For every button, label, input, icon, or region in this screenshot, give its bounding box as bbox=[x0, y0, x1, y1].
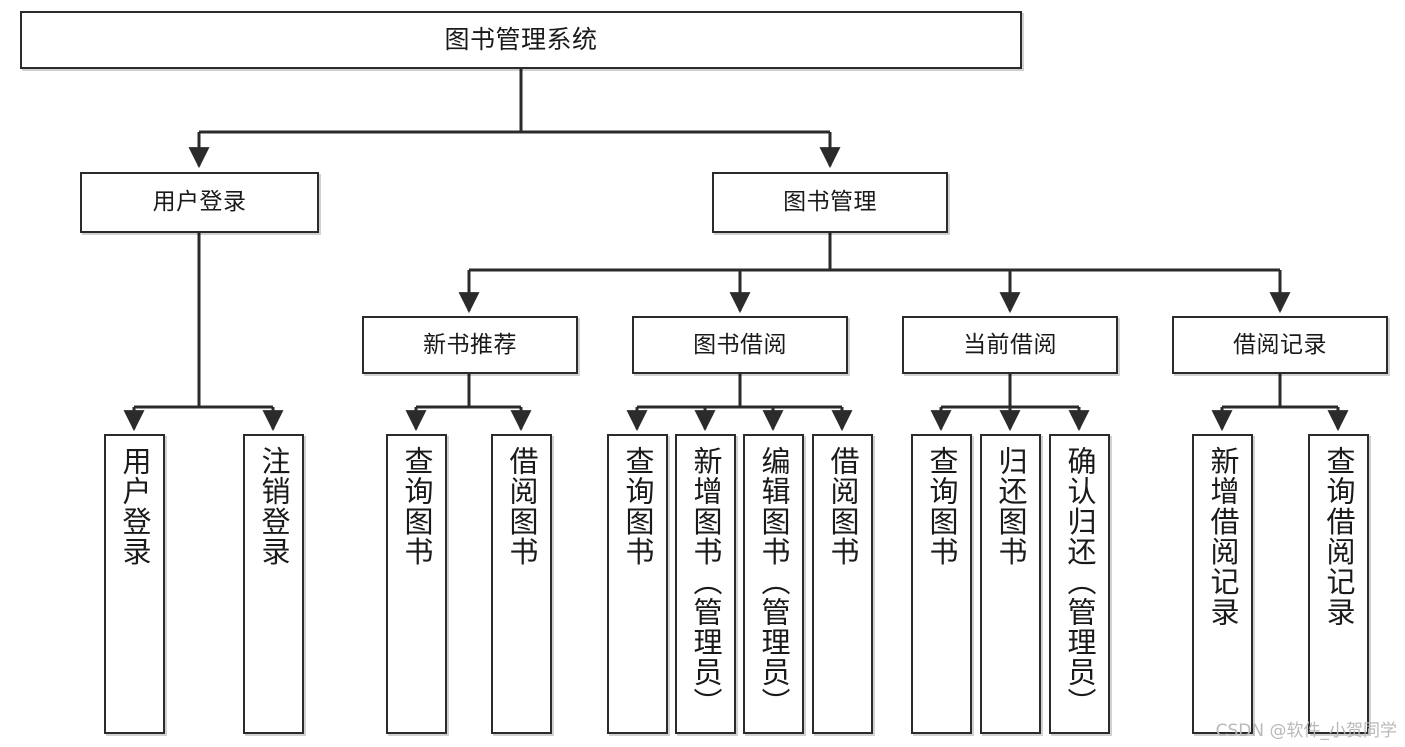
leaf-recommend-query-book-label: 查询图书 bbox=[400, 446, 434, 567]
leaf-current-confirm-return-label: 确认归还（管理员） bbox=[1063, 446, 1097, 718]
leaf-user-login-signin-label: 用户登录 bbox=[118, 446, 152, 567]
leaf-borrow-add-book[interactable]: 新增图书（管理员） bbox=[675, 434, 736, 734]
leaf-records-add-record-label: 新增借阅记录 bbox=[1206, 446, 1240, 627]
node-borrow-records-label: 借阅记录 bbox=[1233, 331, 1327, 358]
node-book-management-label: 图书管理 bbox=[783, 189, 877, 216]
node-root-label: 图书管理系统 bbox=[444, 24, 598, 54]
csdn-watermark: CSDN @软件_小贺同学 bbox=[1215, 721, 1397, 741]
node-root[interactable]: 图书管理系统 bbox=[20, 11, 1022, 69]
node-book-management[interactable]: 图书管理 bbox=[712, 172, 948, 233]
leaf-user-login-signout-label: 注销登录 bbox=[257, 446, 291, 567]
node-new-book-recommend[interactable]: 新书推荐 bbox=[362, 316, 578, 374]
leaf-records-query-record-label: 查询借阅记录 bbox=[1322, 446, 1356, 627]
leaf-borrow-add-book-label: 新增图书（管理员） bbox=[689, 446, 723, 718]
leaf-current-query-book-label: 查询图书 bbox=[925, 446, 959, 567]
node-current-borrow-label: 当前借阅 bbox=[963, 331, 1057, 358]
leaf-user-login-signout[interactable]: 注销登录 bbox=[243, 434, 304, 734]
leaf-recommend-query-book[interactable]: 查询图书 bbox=[386, 434, 447, 734]
leaf-borrow-edit-book-label: 编辑图书（管理员） bbox=[757, 446, 791, 718]
node-new-book-recommend-label: 新书推荐 bbox=[423, 331, 517, 358]
leaf-current-return-book-label: 归还图书 bbox=[994, 446, 1028, 567]
leaf-borrow-borrow-book-label: 借阅图书 bbox=[826, 446, 860, 567]
leaf-records-add-record[interactable]: 新增借阅记录 bbox=[1192, 434, 1253, 734]
leaf-current-return-book[interactable]: 归还图书 bbox=[980, 434, 1041, 734]
leaf-recommend-borrow-book-label: 借阅图书 bbox=[505, 446, 539, 567]
node-book-borrow[interactable]: 图书借阅 bbox=[632, 316, 848, 374]
leaf-borrow-query-book-label: 查询图书 bbox=[621, 446, 655, 567]
leaf-borrow-edit-book[interactable]: 编辑图书（管理员） bbox=[743, 434, 804, 734]
node-user-login-label: 用户登录 bbox=[152, 189, 247, 216]
leaf-recommend-borrow-book[interactable]: 借阅图书 bbox=[491, 434, 552, 734]
node-borrow-records[interactable]: 借阅记录 bbox=[1172, 316, 1388, 374]
leaf-borrow-borrow-book[interactable]: 借阅图书 bbox=[812, 434, 873, 734]
node-book-borrow-label: 图书借阅 bbox=[693, 331, 787, 358]
leaf-current-confirm-return[interactable]: 确认归还（管理员） bbox=[1049, 434, 1110, 734]
node-user-login[interactable]: 用户登录 bbox=[80, 172, 319, 233]
leaf-current-query-book[interactable]: 查询图书 bbox=[911, 434, 972, 734]
leaf-records-query-record[interactable]: 查询借阅记录 bbox=[1308, 434, 1369, 734]
node-current-borrow[interactable]: 当前借阅 bbox=[902, 316, 1118, 374]
leaf-user-login-signin[interactable]: 用户登录 bbox=[104, 434, 165, 734]
leaf-borrow-query-book[interactable]: 查询图书 bbox=[607, 434, 668, 734]
